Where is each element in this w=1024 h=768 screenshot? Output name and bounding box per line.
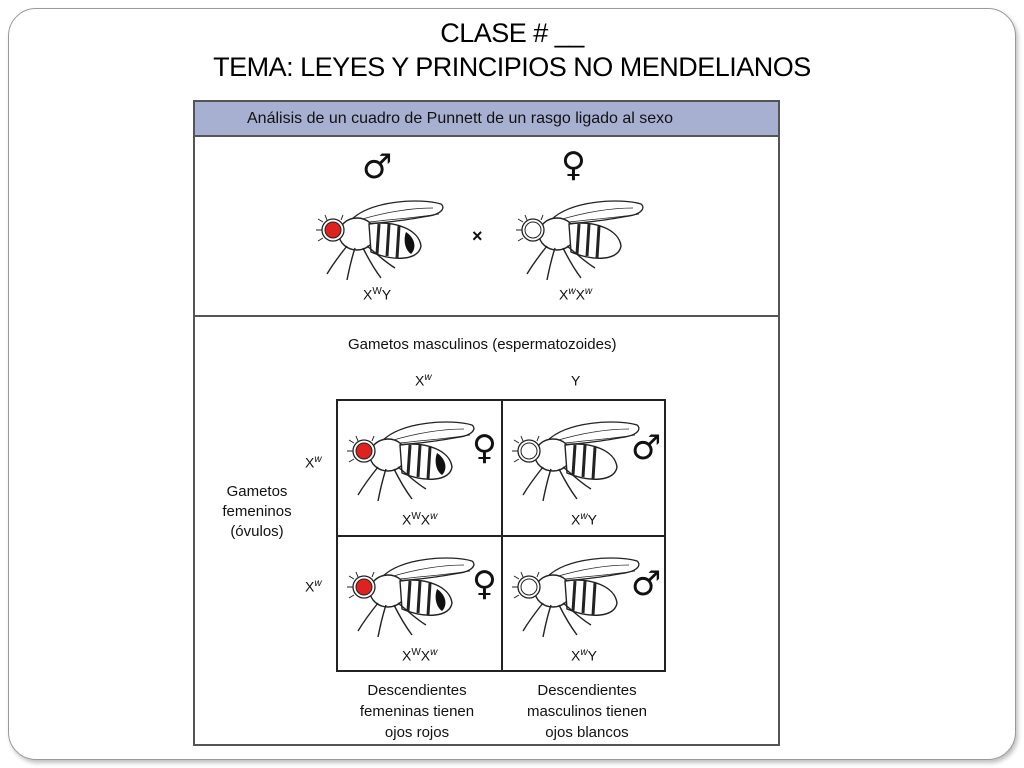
male-gamete-col-2: Y xyxy=(571,372,581,389)
punnett-square: ♀ XWXw ♂ XwY ♀ XWXw xyxy=(336,399,666,672)
female-symbol: ♀ xyxy=(561,145,586,185)
cell-genotype: XwY xyxy=(571,511,597,528)
slide-title-line-2: TEMA: LEYES Y PRINCIPIOS NO MENDELIANOS xyxy=(213,52,811,82)
offspring-fly xyxy=(510,556,641,639)
white-eye xyxy=(520,578,538,596)
punnett-cell: ♂ XwY xyxy=(503,537,664,670)
punnett-cell: ♀ XWXw xyxy=(338,401,501,535)
punnett-diagram: Análisis de un cuadro de Punnett de un r… xyxy=(193,100,780,746)
white-eye xyxy=(520,442,538,460)
section-divider xyxy=(195,315,778,317)
red-eye xyxy=(355,442,373,460)
sex-symbol: ♂ xyxy=(631,564,662,604)
parent-female-genotype: XwXw xyxy=(559,286,593,303)
punnett-cell: ♂ XwY xyxy=(503,401,664,535)
slide-title-line-1: CLASE # __ xyxy=(440,18,584,48)
punnett-cell: ♀ XWXw xyxy=(338,537,501,670)
male-gametes-label: Gametos masculinos (espermatozoides) xyxy=(348,336,617,353)
red-eye xyxy=(355,578,373,596)
male-gamete-col-1: Xw xyxy=(415,372,432,389)
female-gamete-row-1: Xw xyxy=(305,454,322,471)
offspring-fly xyxy=(345,420,476,503)
caption-male-offspring: Descendientes masculinos tienen ojos bla… xyxy=(526,682,648,741)
cell-genotype: XWXw xyxy=(402,647,438,664)
sex-symbol: ♂ xyxy=(631,428,662,468)
diagram-header-text: Análisis de un cuadro de Punnett de un r… xyxy=(247,110,674,127)
red-eye xyxy=(324,221,342,239)
cross-symbol: × xyxy=(472,226,483,246)
caption-female-offspring: Descendientes femeninas tienen ojos rojo… xyxy=(359,682,475,741)
female-gamete-row-2: Xw xyxy=(305,578,322,595)
parent-female-fly xyxy=(514,199,645,282)
grid-horizontal-line xyxy=(338,535,664,537)
parent-male-fly xyxy=(314,199,445,282)
female-gametes-label: Gametos femeninos (óvulos) xyxy=(222,483,292,540)
offspring-fly xyxy=(510,420,641,503)
male-symbol: ♂ xyxy=(362,147,393,187)
white-eye xyxy=(524,221,542,239)
diagram-header: Análisis de un cuadro de Punnett de un r… xyxy=(195,102,778,137)
parent-male-genotype: XWY xyxy=(363,286,392,303)
sex-symbol: ♀ xyxy=(472,428,497,468)
cell-genotype: XWXw xyxy=(402,511,438,528)
offspring-fly xyxy=(345,556,476,639)
cell-genotype: XwY xyxy=(571,647,597,664)
dark-abdomen-tip xyxy=(404,232,415,254)
sex-symbol: ♀ xyxy=(472,564,497,604)
dark-abdomen-tip xyxy=(435,453,446,475)
dark-abdomen-tip xyxy=(435,589,446,611)
